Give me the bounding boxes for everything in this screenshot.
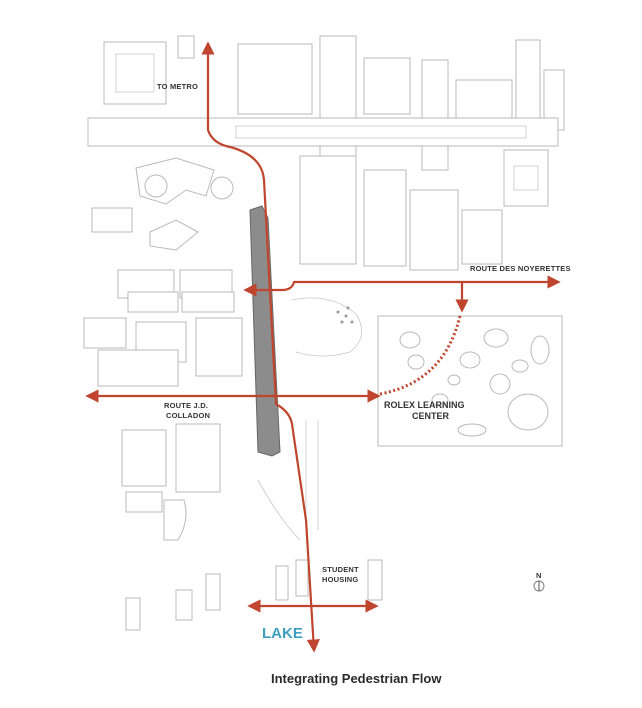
building-top-left-court: [115, 53, 155, 93]
plaza-curve: [291, 297, 363, 357]
label-route-jd-colladon-2: COLLADON: [166, 411, 210, 420]
building-top-centre: [237, 43, 313, 115]
label-rolex-1: ROLEX LEARNING: [384, 400, 465, 410]
lower-curve-path: [257, 479, 301, 541]
route-dashed-through-rolex: [379, 315, 462, 396]
building-left-h: [97, 349, 179, 387]
building-centre-a: [299, 155, 357, 265]
housing-a: [275, 565, 289, 601]
housing-f: [125, 597, 141, 631]
route-des-noyerettes-line: [243, 275, 561, 297]
building-band: [87, 117, 559, 147]
building-centre-c: [409, 189, 459, 271]
label-route-des-noyerettes: ROUTE DES NOYERETTES: [470, 264, 571, 273]
building-left-round-b: [210, 176, 234, 200]
building-linear-d: [181, 291, 235, 313]
housing-e: [175, 589, 193, 621]
plaza-dots: [336, 306, 354, 324]
building-top-tower-b: [421, 59, 449, 171]
building-right-cross: [503, 149, 549, 207]
north-label: N: [536, 571, 542, 580]
housing-d: [205, 573, 221, 611]
housing-b: [295, 559, 309, 597]
building-top-left: [103, 41, 167, 105]
label-student-housing-1: STUDENT: [322, 565, 359, 574]
pedestrian-corridor: [249, 205, 281, 457]
building-centre-b: [363, 169, 407, 267]
diagram-caption: Integrating Pedestrian Flow: [271, 671, 442, 686]
lower-path-lines: [305, 420, 319, 530]
label-route-jd-colladon-1: ROUTE J.D.: [164, 401, 208, 410]
label-student-housing-2: HOUSING: [322, 575, 358, 584]
building-left-g: [195, 317, 243, 377]
building-lower-a: [121, 429, 167, 487]
building-small-top: [177, 35, 195, 59]
building-lower-b: [175, 423, 221, 493]
label-to-metro: TO METRO: [157, 82, 198, 91]
building-left-round-a: [144, 174, 168, 198]
rolex-patios: [399, 328, 550, 437]
route-metro-to-lake: [201, 41, 320, 653]
housing-c: [367, 559, 383, 601]
building-right-cross-court: [513, 165, 539, 191]
building-left-block-a: [91, 207, 133, 233]
label-rolex-2: CENTER: [412, 411, 450, 421]
building-left-e: [83, 317, 127, 349]
pedestrian-routes: [85, 41, 561, 653]
building-lower-c: [125, 491, 163, 513]
north-arrow-icon: N: [533, 571, 545, 592]
building-linear-c: [127, 291, 179, 313]
building-footprints: [83, 35, 565, 631]
building-left-block-b: [149, 219, 199, 251]
label-lake: LAKE: [262, 625, 303, 642]
building-top-centre-right: [363, 57, 411, 115]
building-lower-curve: [163, 499, 187, 541]
building-centre-d: [461, 209, 503, 265]
